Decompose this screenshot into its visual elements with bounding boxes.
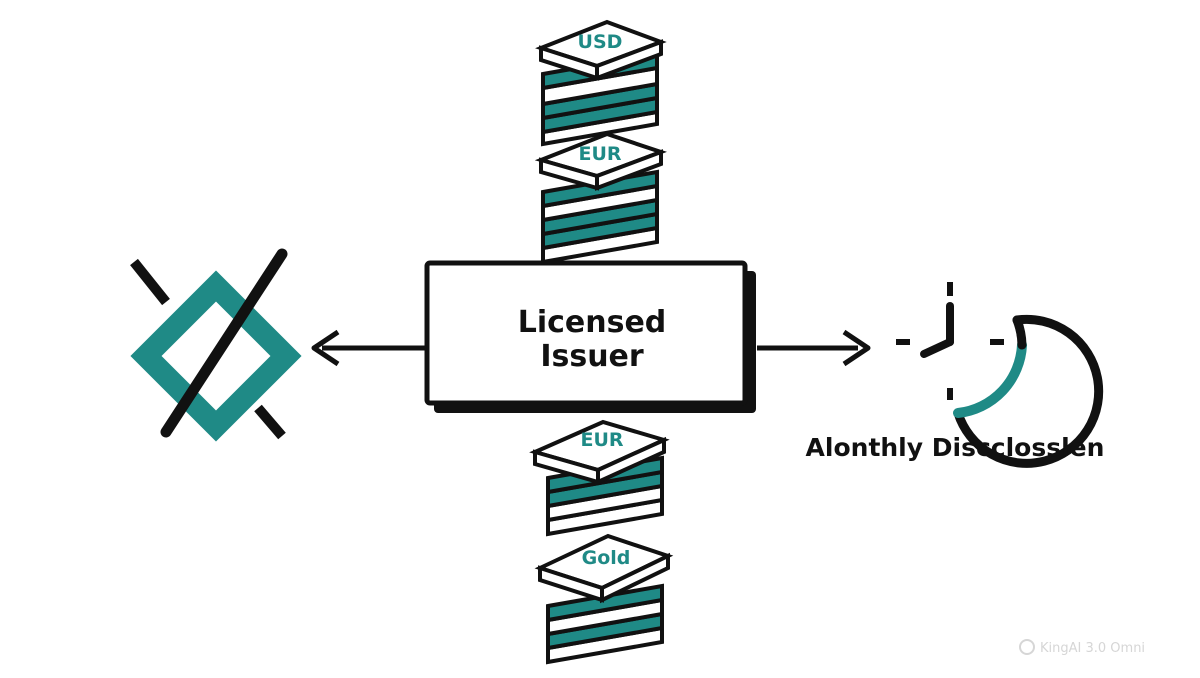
- stack-label-eur-upper: EUR: [578, 143, 621, 165]
- licensed-issuer-box: Licensed Issuer: [424, 260, 756, 413]
- crossed-out-diamond-icon: [130, 248, 302, 442]
- stack-gold: Gold: [534, 533, 674, 665]
- stack-usd: USD: [535, 19, 667, 147]
- clock-icon: [896, 282, 1104, 468]
- watermark-text: KingAI 3.0 Omni: [1040, 641, 1145, 656]
- stack-eur-lower: EUR: [529, 419, 670, 537]
- stack-label-gold: Gold: [582, 547, 631, 569]
- stack-label-eur-lower: EUR: [580, 429, 623, 451]
- watermark: KingAI 3.0 Omni: [1019, 639, 1145, 656]
- right-arrow: [757, 329, 871, 367]
- issuer-title-line1: Licensed: [518, 305, 667, 340]
- stack-label-usd: USD: [578, 31, 623, 53]
- left-arrow: [311, 329, 426, 367]
- issuer-title-line2: Issuer: [540, 339, 644, 374]
- stack-eur-upper: EUR: [534, 131, 667, 265]
- monthly-disclosure-caption: Alonthly Discclosslen: [806, 433, 1105, 462]
